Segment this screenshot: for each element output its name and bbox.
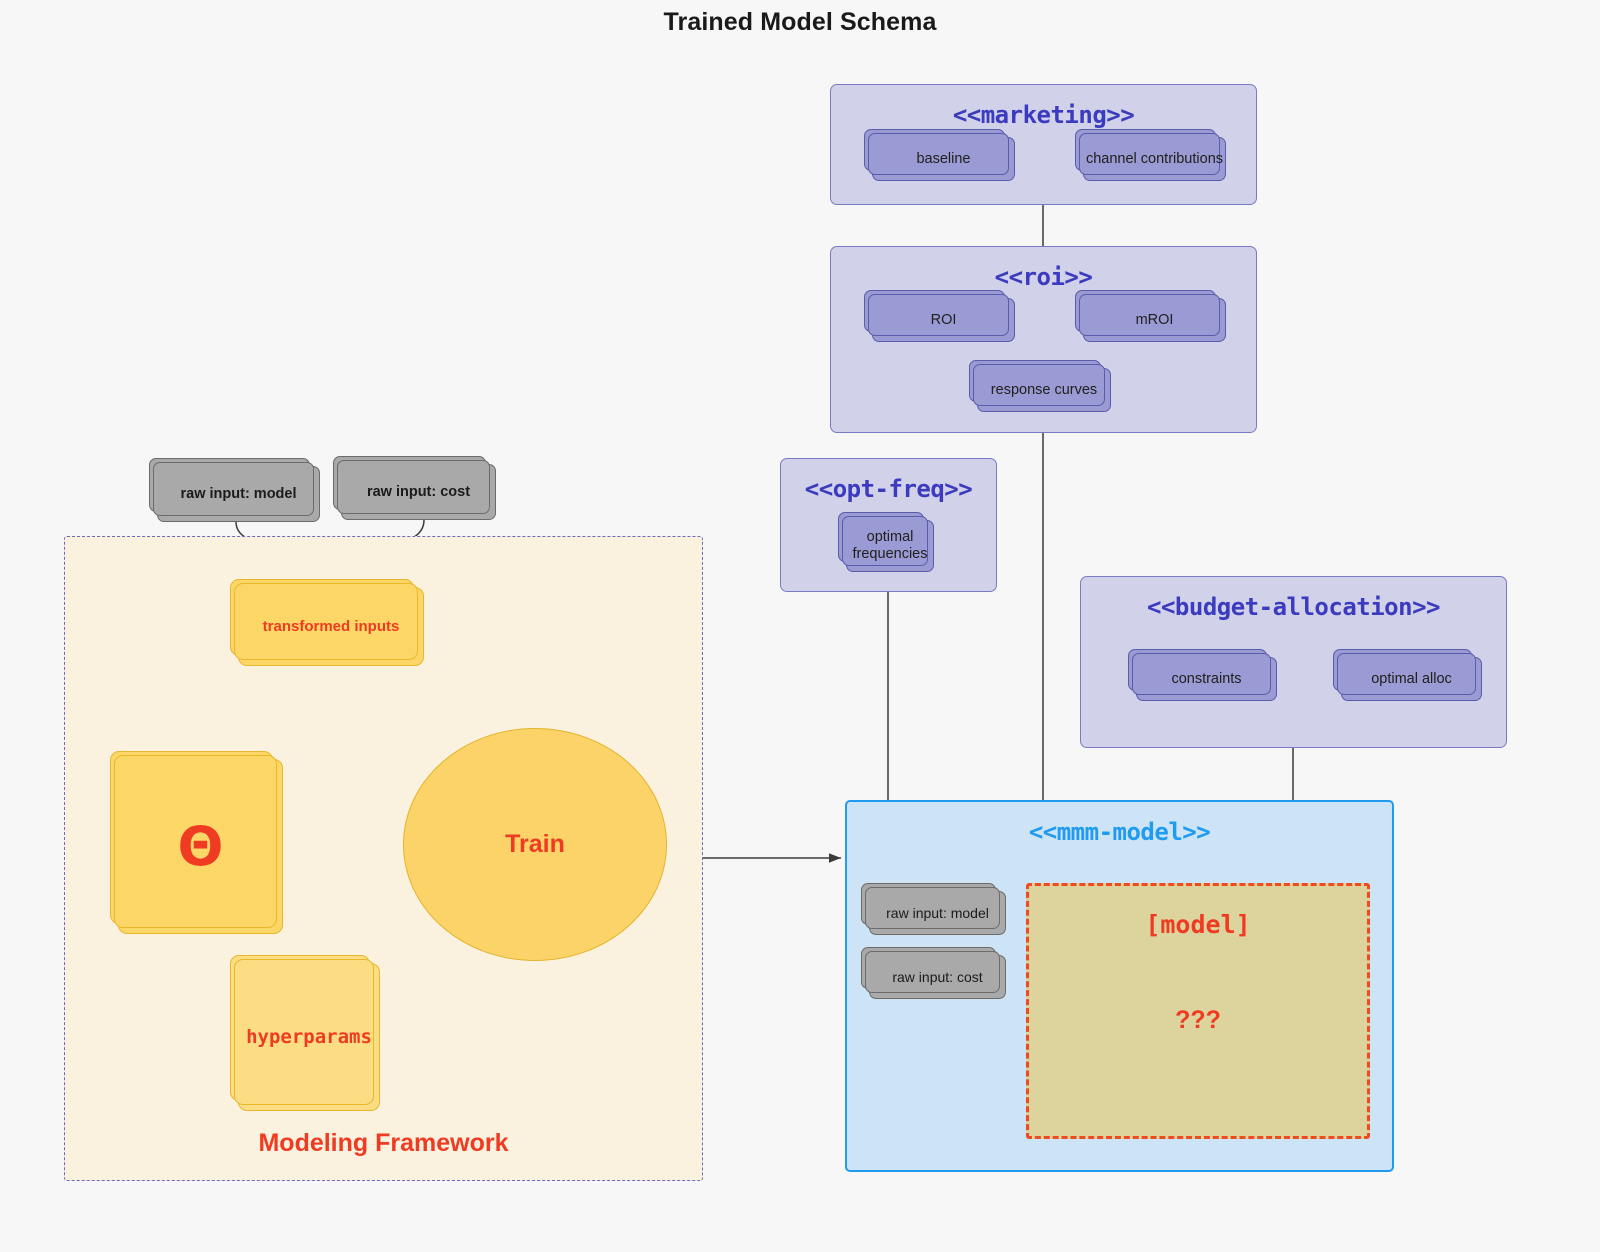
node-mroi[interactable]: mROI: [1075, 290, 1226, 342]
node-label: baseline: [916, 150, 971, 167]
node-label: raw input: model: [886, 905, 989, 921]
node-label: transformed inputs: [262, 618, 400, 635]
node-label: mROI: [1135, 311, 1174, 328]
group-title-mmm-model: <<mmm-model>>: [1028, 818, 1211, 846]
node-mmm-raw-input-cost[interactable]: raw input: cost: [861, 947, 1006, 999]
node-label: hyperparams: [246, 1026, 372, 1048]
node-label: channel contributions: [1085, 150, 1224, 167]
node-raw-input-model[interactable]: raw input: model: [149, 458, 320, 522]
node-constraints[interactable]: constraints: [1128, 649, 1277, 701]
model-placeholder-body: ???: [1175, 1006, 1221, 1034]
node-label: optimal alloc: [1371, 670, 1452, 687]
node-theta[interactable]: Θ: [110, 751, 283, 934]
node-label: Θ: [177, 815, 224, 878]
group-title-marketing: <<marketing>>: [952, 101, 1135, 129]
node-label: response curves: [990, 381, 1098, 398]
node-mmm-raw-input-model[interactable]: raw input: model: [861, 883, 1006, 935]
node-roi[interactable]: ROI: [864, 290, 1015, 342]
node-transformed-inputs[interactable]: transformed inputs: [230, 579, 424, 666]
node-label: Train: [505, 830, 565, 858]
node-label: constraints: [1171, 670, 1242, 687]
node-raw-input-cost[interactable]: raw input: cost: [333, 456, 496, 520]
page-title: Trained Model Schema: [663, 8, 937, 36]
group-title-budget-allocation: <<budget-allocation>>: [1147, 593, 1440, 621]
node-label: ROI: [930, 311, 957, 328]
node-hyperparams[interactable]: hyperparams: [230, 955, 380, 1111]
node-label: raw input: cost: [892, 969, 983, 985]
node-optimal-alloc[interactable]: optimal alloc: [1333, 649, 1482, 701]
group-title-opt-freq: <<opt-freq>>: [804, 475, 973, 503]
node-label-line2: frequencies: [852, 546, 928, 562]
model-placeholder-title: [model]: [1145, 910, 1251, 939]
group-title-roi: <<roi>>: [994, 263, 1093, 291]
node-response-curves[interactable]: response curves: [969, 360, 1111, 412]
node-label: raw input: cost: [366, 484, 471, 500]
node-channel-contributions[interactable]: channel contributions: [1075, 129, 1226, 181]
node-baseline[interactable]: baseline: [864, 129, 1015, 181]
modeling-framework-label: Modeling Framework: [258, 1129, 509, 1157]
node-train[interactable]: Train: [403, 728, 667, 961]
node-optimal-frequencies[interactable]: optimal frequencies: [838, 512, 934, 572]
model-placeholder-box[interactable]: [model] ???: [1026, 883, 1370, 1139]
node-label-line1: optimal: [866, 529, 914, 546]
node-label: raw input: model: [180, 486, 297, 502]
